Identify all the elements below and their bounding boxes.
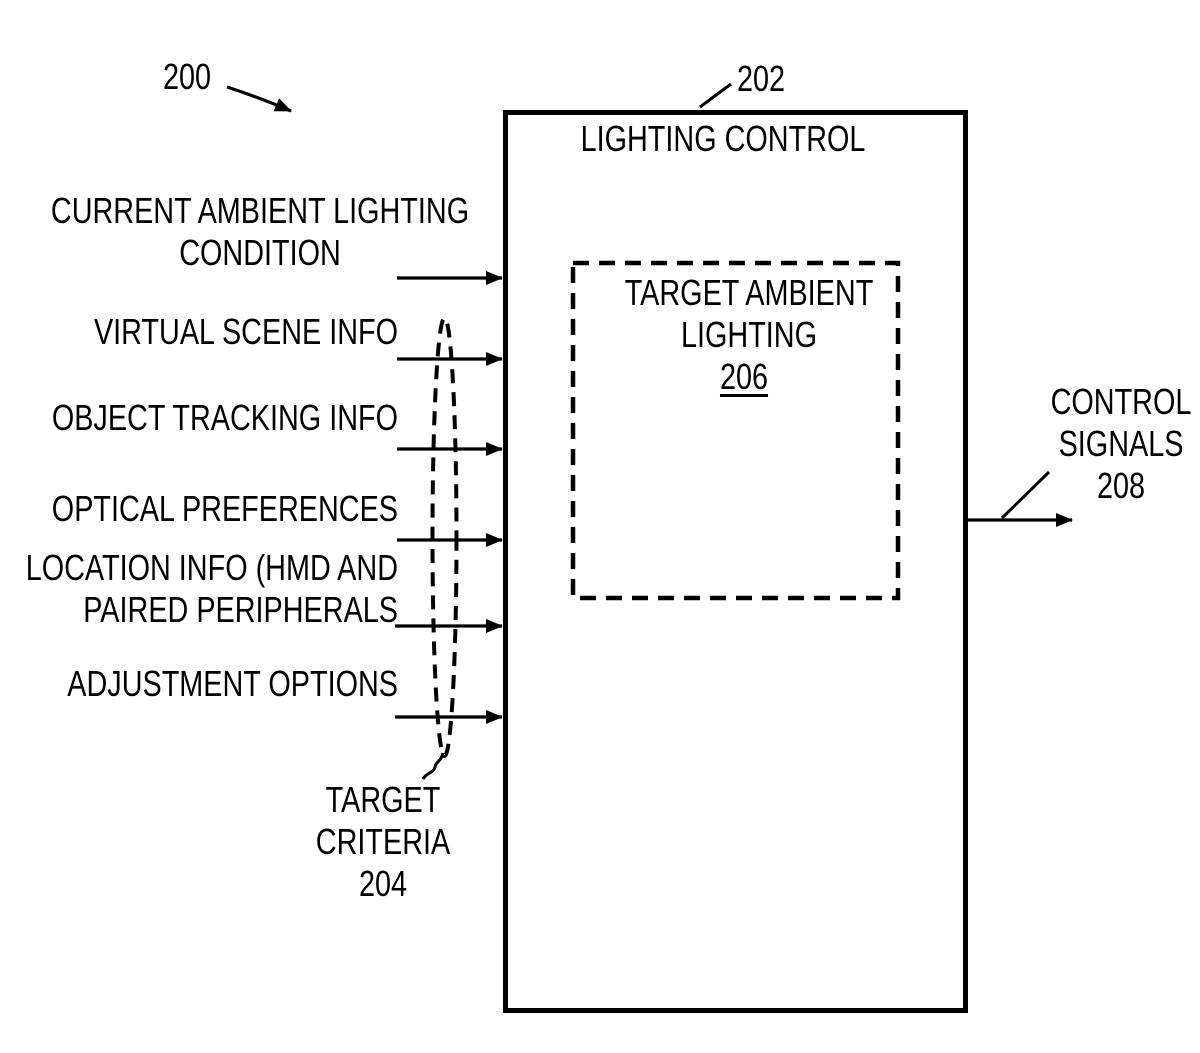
target-criteria-grouping-ellipse [430, 316, 459, 758]
ref-202-label: 202 [736, 58, 786, 99]
ref-208-leader-line [1000, 470, 1051, 520]
input-label-adjustment-options: ADJUSTMENT OPTIONS [67, 663, 399, 704]
input-label-location-info-hmd-paired-peripherals: LOCATION INFO (HMD AND PAIRED PERIPHERAL… [25, 547, 398, 630]
ref-206-label: 206 [664, 356, 824, 398]
ref-202-leader-line [699, 82, 732, 109]
target-ambient-lighting-box-outline [570, 260, 901, 601]
ref-200-label: 200 [162, 56, 212, 97]
lighting-control-title: LIGHTING CONTROL [580, 118, 866, 159]
ref-206-underlined-number: 206 [719, 356, 769, 397]
target-criteria-leader-squiggle [421, 752, 445, 780]
input-label-optical-preferences: OPTICAL PREFERENCES [51, 488, 398, 529]
ref-200-arrow [226, 85, 292, 113]
input-label-current-ambient-lighting-condition: CURRENT AMBIENT LIGHTING CONDITION [50, 190, 470, 273]
control-signals-label: CONTROL SIGNALS 208 [1050, 381, 1192, 506]
input-label-object-tracking-info: OBJECT TRACKING INFO [51, 397, 398, 438]
target-ambient-lighting-label: TARGET AMBIENT LIGHTING [624, 272, 874, 355]
input-label-virtual-scene-info: VIRTUAL SCENE INFO [93, 311, 398, 352]
lighting-control-box-outline [503, 110, 968, 1013]
target-criteria-label: TARGET CRITERIA 204 [315, 779, 451, 904]
